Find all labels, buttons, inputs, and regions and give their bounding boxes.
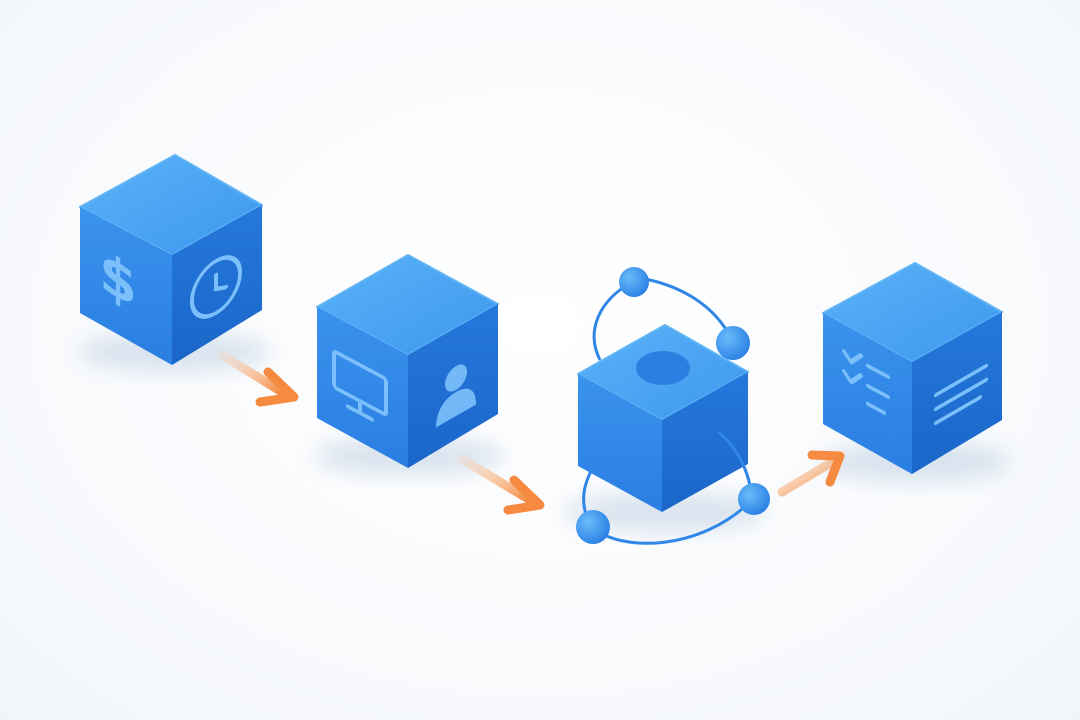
cube-3-left-face (578, 374, 662, 512)
monitor-icon (332, 350, 388, 422)
cube-integration-hub (565, 267, 770, 545)
text-lines-icon (934, 363, 988, 426)
orbit-node-top-right (716, 326, 750, 360)
arrow-3 (777, 450, 845, 497)
arrow-2 (457, 454, 545, 515)
orbit-node-top (619, 267, 649, 297)
cube-1-left-face (80, 207, 172, 365)
cube-device-user (315, 254, 505, 476)
clock-icon (190, 255, 242, 319)
cube-2-left-face (317, 307, 408, 468)
orbit-node-bottom-left (576, 510, 610, 544)
orbit-node-bottom-right (738, 483, 770, 515)
cube-3-top-port (636, 351, 690, 385)
cube-3-right-face (662, 372, 748, 512)
arrow-1 (217, 350, 299, 407)
cube-cost-time: $ (79, 154, 270, 372)
user-icon (436, 364, 476, 428)
cube-4-right-face (912, 312, 1002, 474)
cube-checklist (820, 262, 1010, 482)
checklist-icon (842, 349, 890, 415)
